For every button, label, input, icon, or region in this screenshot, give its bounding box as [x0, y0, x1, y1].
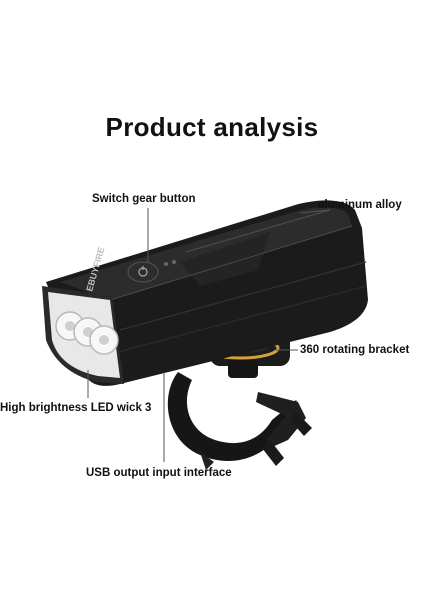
label-usb-interface: USB output input interface — [86, 467, 232, 479]
leader-alloy — [299, 209, 331, 214]
light-body — [42, 200, 368, 386]
label-rotating-bracket: 360 rotating bracket — [300, 344, 410, 356]
leader-lines — [87, 208, 331, 462]
switch-gear-button — [127, 260, 176, 283]
label-led-wick: High brightness LED wick 3 — [0, 402, 152, 414]
label-switch-gear-button: Switch gear button — [92, 193, 196, 205]
led-lenses — [55, 311, 119, 355]
page-title: Product analysis — [105, 112, 319, 142]
handlebar-strap — [167, 372, 312, 470]
label-aluminum-alloy: aluminum alloy — [318, 199, 402, 211]
